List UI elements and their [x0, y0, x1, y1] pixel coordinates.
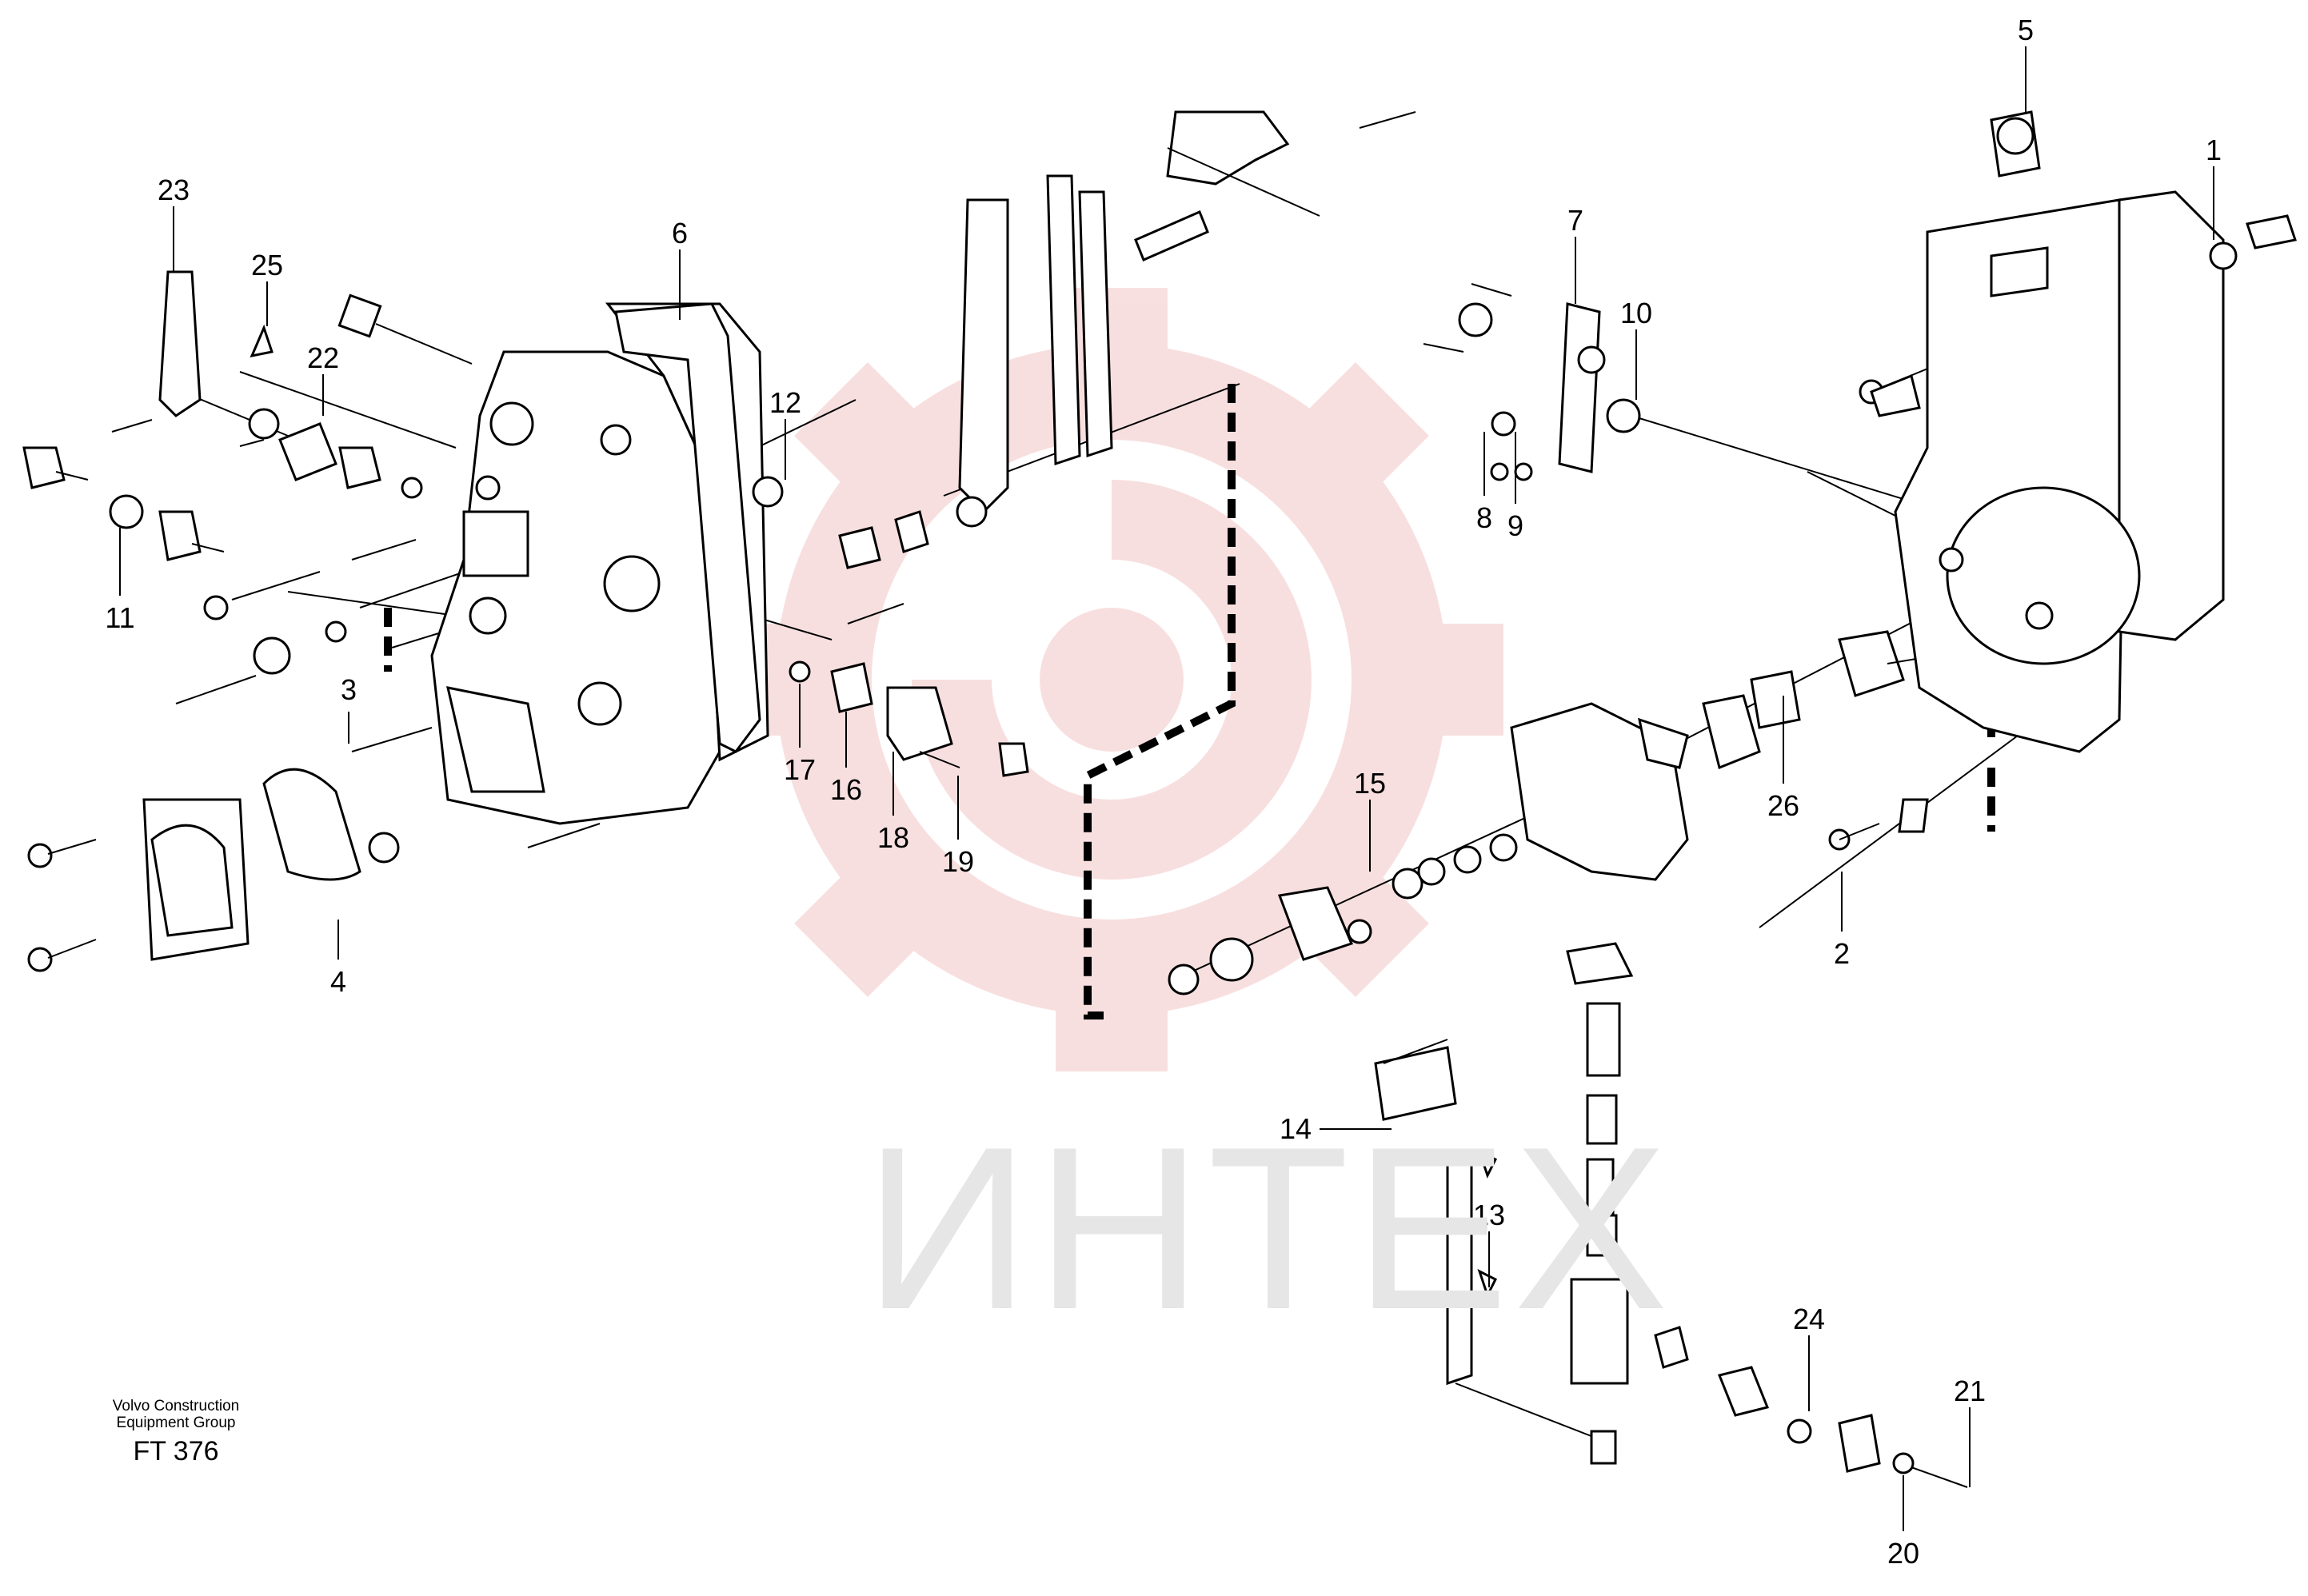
- callout-22: 22: [307, 341, 339, 374]
- callout-14: 14: [1280, 1112, 1312, 1145]
- callout-20: 20: [1887, 1537, 1919, 1570]
- callout-21: 21: [1954, 1375, 1986, 1407]
- callout-17: 17: [784, 753, 816, 786]
- lever-assembly: [1374, 942, 1968, 1488]
- footer: Volvo Construction Equipment Group FT 37…: [48, 1398, 304, 1467]
- center-parts: [752, 110, 1416, 777]
- callout-18: 18: [877, 821, 909, 854]
- callout-13: 13: [1473, 1199, 1505, 1231]
- callout-8: 8: [1476, 501, 1492, 534]
- flyweight-assembly: [1168, 630, 1936, 996]
- callout-4: 4: [330, 965, 346, 998]
- callout-5: 5: [2018, 14, 2034, 46]
- footer-org-line1: Volvo Construction: [112, 1398, 240, 1414]
- callouts: 1 2 3 4 5 6 7 8 9 10 11 12 13 14 15 16 1…: [105, 14, 2222, 1570]
- callout-1: 1: [2206, 134, 2222, 166]
- bolts-left: [22, 270, 601, 972]
- callout-2: 2: [1834, 937, 1850, 970]
- callout-24: 24: [1793, 1303, 1825, 1335]
- footer-code: FT 376: [133, 1436, 219, 1466]
- watermark-text: ИНТЕХ: [864, 1099, 1673, 1358]
- callout-16: 16: [830, 773, 862, 806]
- callout-19: 19: [942, 845, 974, 878]
- callout-23: 23: [158, 174, 190, 206]
- gasket: [614, 302, 761, 753]
- callout-15: 15: [1354, 767, 1386, 800]
- callout-6: 6: [672, 217, 688, 249]
- footer-org-line2: Equipment Group: [116, 1414, 236, 1431]
- callout-3: 3: [341, 673, 357, 706]
- pump-housing-right: [1423, 110, 2297, 851]
- callout-12: 12: [769, 386, 801, 419]
- callout-26: 26: [1767, 789, 1799, 822]
- cover-plate: [142, 768, 361, 961]
- callout-11: 11: [105, 601, 134, 634]
- callout-25: 25: [251, 249, 283, 281]
- callout-10: 10: [1620, 297, 1652, 329]
- callout-7: 7: [1567, 204, 1583, 237]
- callout-9: 9: [1507, 509, 1523, 542]
